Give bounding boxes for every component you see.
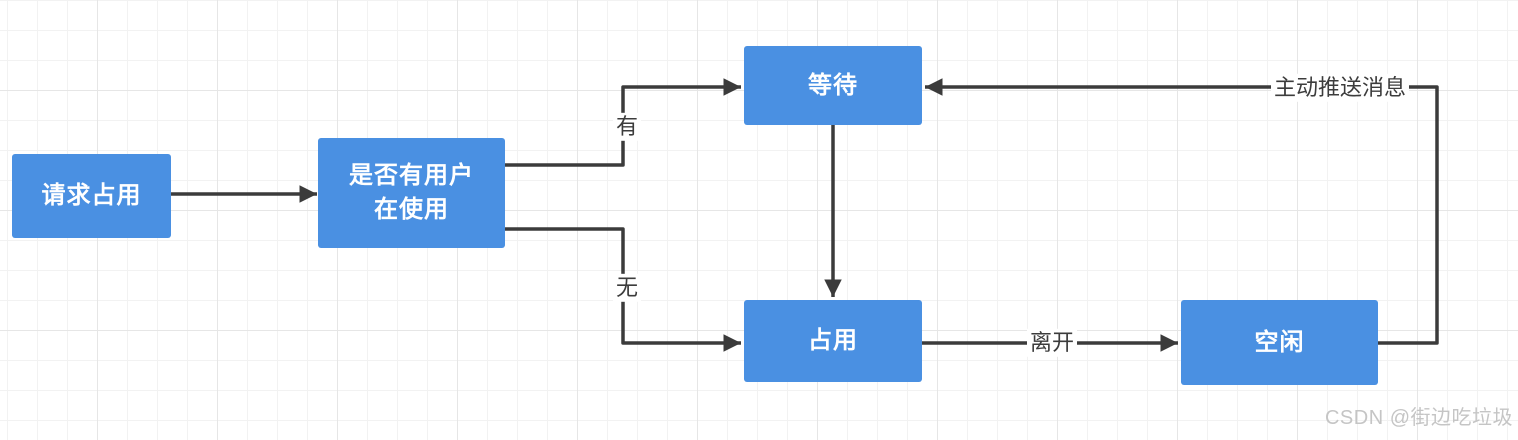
node-idle: 空闲 bbox=[1181, 300, 1378, 385]
csdn-watermark: CSDN @街边吃垃圾 bbox=[1324, 407, 1513, 429]
edge-label-no: 无 bbox=[612, 273, 642, 303]
node-waiting: 等待 bbox=[744, 46, 922, 125]
edge-label-push-message: 主动推送消息 bbox=[1270, 73, 1410, 103]
edge-label-yes: 有 bbox=[612, 112, 642, 142]
node-has-user-check: 是否有用户 在使用 bbox=[318, 138, 505, 248]
edge-label-leave: 离开 bbox=[1026, 328, 1078, 358]
node-request-occupy: 请求占用 bbox=[12, 154, 171, 238]
node-occupied: 占用 bbox=[744, 300, 922, 382]
edge-idle-to-waiting bbox=[925, 78, 1439, 345]
